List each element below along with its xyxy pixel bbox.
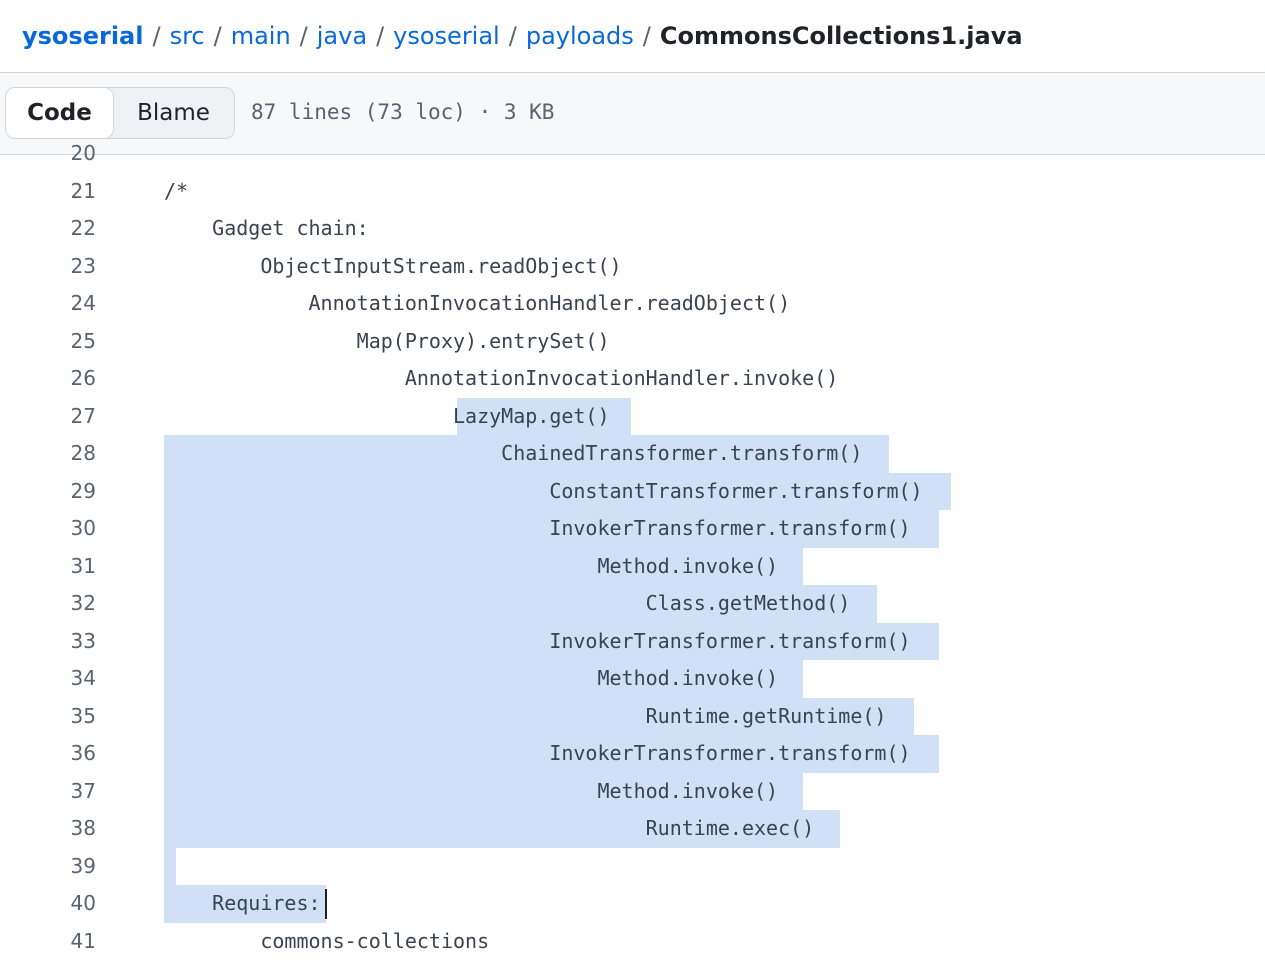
breadcrumb-ysoserial-link[interactable]: ysoserial bbox=[393, 22, 500, 50]
breadcrumb-separator: / bbox=[152, 22, 160, 50]
selection-highlight bbox=[164, 848, 176, 886]
breadcrumb-separator: / bbox=[300, 22, 308, 50]
line-number: 39 bbox=[40, 848, 96, 886]
code-line: 23 ObjectInputStream.readObject() bbox=[0, 248, 1265, 286]
code-line-partial-bottom: 41 commons-collections bbox=[0, 923, 1265, 960]
code-line: 32 Class.getMethod() bbox=[0, 585, 1265, 623]
code-line: 22 Gadget chain: bbox=[0, 210, 1265, 248]
line-number: 26 bbox=[40, 360, 96, 398]
code-text: AnnotationInvocationHandler.invoke() bbox=[164, 360, 838, 398]
code-text: Method.invoke() bbox=[164, 660, 778, 698]
code-text: Class.getMethod() bbox=[164, 585, 850, 623]
breadcrumb-current-file: CommonsCollections1.java bbox=[660, 22, 1023, 50]
line-number: 36 bbox=[40, 735, 96, 773]
code-text: Runtime.exec() bbox=[164, 810, 814, 848]
code-text: ConstantTransformer.transform() bbox=[164, 473, 923, 511]
blame-view-button[interactable]: Blame bbox=[113, 88, 234, 138]
code-text: InvokerTransformer.transform() bbox=[164, 735, 911, 773]
code-line: 24 AnnotationInvocationHandler.readObjec… bbox=[0, 285, 1265, 323]
line-number: 22 bbox=[40, 210, 96, 248]
code-line: 37 Method.invoke() bbox=[0, 773, 1265, 811]
code-text: Requires: bbox=[164, 885, 321, 923]
code-line: 35 Runtime.getRuntime() bbox=[0, 698, 1265, 736]
code-text: AnnotationInvocationHandler.readObject() bbox=[164, 285, 790, 323]
breadcrumb-payloads-link[interactable]: payloads bbox=[526, 22, 634, 50]
breadcrumb-separator: / bbox=[643, 22, 651, 50]
code-text: ChainedTransformer.transform() bbox=[164, 435, 862, 473]
code-text: Runtime.getRuntime() bbox=[164, 698, 886, 736]
breadcrumb-separator: / bbox=[376, 22, 384, 50]
line-number: 38 bbox=[40, 810, 96, 848]
code-line: 25 Map(Proxy).entrySet() bbox=[0, 323, 1265, 361]
code-line: 33 InvokerTransformer.transform() bbox=[0, 623, 1265, 661]
code-line-partial-top: 20 bbox=[0, 135, 1265, 173]
line-number: 41 bbox=[40, 923, 96, 960]
code-text: Method.invoke() bbox=[164, 548, 778, 586]
code-view-button[interactable]: Code bbox=[5, 87, 114, 139]
breadcrumb-separator: / bbox=[214, 22, 222, 50]
code-line: 34 Method.invoke() bbox=[0, 660, 1265, 698]
code-line: 21 /* bbox=[0, 173, 1265, 211]
breadcrumb-separator: / bbox=[509, 22, 517, 50]
line-number: 34 bbox=[40, 660, 96, 698]
code-text: commons-collections bbox=[164, 923, 489, 960]
code-line: 28 ChainedTransformer.transform() bbox=[0, 435, 1265, 473]
line-number: 33 bbox=[40, 623, 96, 661]
code-line: 39 bbox=[0, 848, 1265, 886]
line-number: 31 bbox=[40, 548, 96, 586]
code-text: Method.invoke() bbox=[164, 773, 778, 811]
code-line: 27 LazyMap.get() bbox=[0, 398, 1265, 436]
breadcrumb-main-link[interactable]: main bbox=[231, 22, 291, 50]
line-number: 29 bbox=[40, 473, 96, 511]
line-number: 25 bbox=[40, 323, 96, 361]
code-text: Map(Proxy).entrySet() bbox=[164, 323, 610, 361]
file-info: 87 lines (73 loc) · 3 KB bbox=[251, 100, 554, 124]
line-number: 27 bbox=[40, 398, 96, 436]
code-line: 31 Method.invoke() bbox=[0, 548, 1265, 586]
code-text: InvokerTransformer.transform() bbox=[164, 623, 911, 661]
code-line: 30 InvokerTransformer.transform() bbox=[0, 510, 1265, 548]
code-text: ObjectInputStream.readObject() bbox=[164, 248, 622, 286]
view-mode-toggle: Code Blame bbox=[5, 87, 235, 139]
text-caret bbox=[325, 889, 327, 919]
breadcrumb-src-link[interactable]: src bbox=[170, 22, 205, 50]
code-text: InvokerTransformer.transform() bbox=[164, 510, 911, 548]
code-line: 36 InvokerTransformer.transform() bbox=[0, 735, 1265, 773]
line-number: 35 bbox=[40, 698, 96, 736]
code-line: 29 ConstantTransformer.transform() bbox=[0, 473, 1265, 511]
line-number: 24 bbox=[40, 285, 96, 323]
breadcrumb-java-link[interactable]: java bbox=[317, 22, 367, 50]
line-number: 20 bbox=[40, 135, 96, 173]
code-text: LazyMap.get() bbox=[164, 398, 610, 436]
line-number: 32 bbox=[40, 585, 96, 623]
breadcrumb-repo-link[interactable]: ysoserial bbox=[22, 22, 143, 50]
code-text: Gadget chain: bbox=[164, 210, 369, 248]
code-text: /* bbox=[164, 173, 188, 211]
line-number: 21 bbox=[40, 173, 96, 211]
line-number: 23 bbox=[40, 248, 96, 286]
code-line: 26 AnnotationInvocationHandler.invoke() bbox=[0, 360, 1265, 398]
line-number: 28 bbox=[40, 435, 96, 473]
breadcrumb: ysoserial / src / main / java / ysoseria… bbox=[0, 0, 1265, 72]
code-line: 38 Runtime.exec() bbox=[0, 810, 1265, 848]
line-number: 40 bbox=[40, 885, 96, 923]
code-line: 40 Requires: bbox=[0, 885, 1265, 923]
code-viewer[interactable]: 20 21/*22 Gadget chain:23 ObjectInputStr… bbox=[0, 155, 1265, 936]
line-number: 37 bbox=[40, 773, 96, 811]
line-number: 30 bbox=[40, 510, 96, 548]
